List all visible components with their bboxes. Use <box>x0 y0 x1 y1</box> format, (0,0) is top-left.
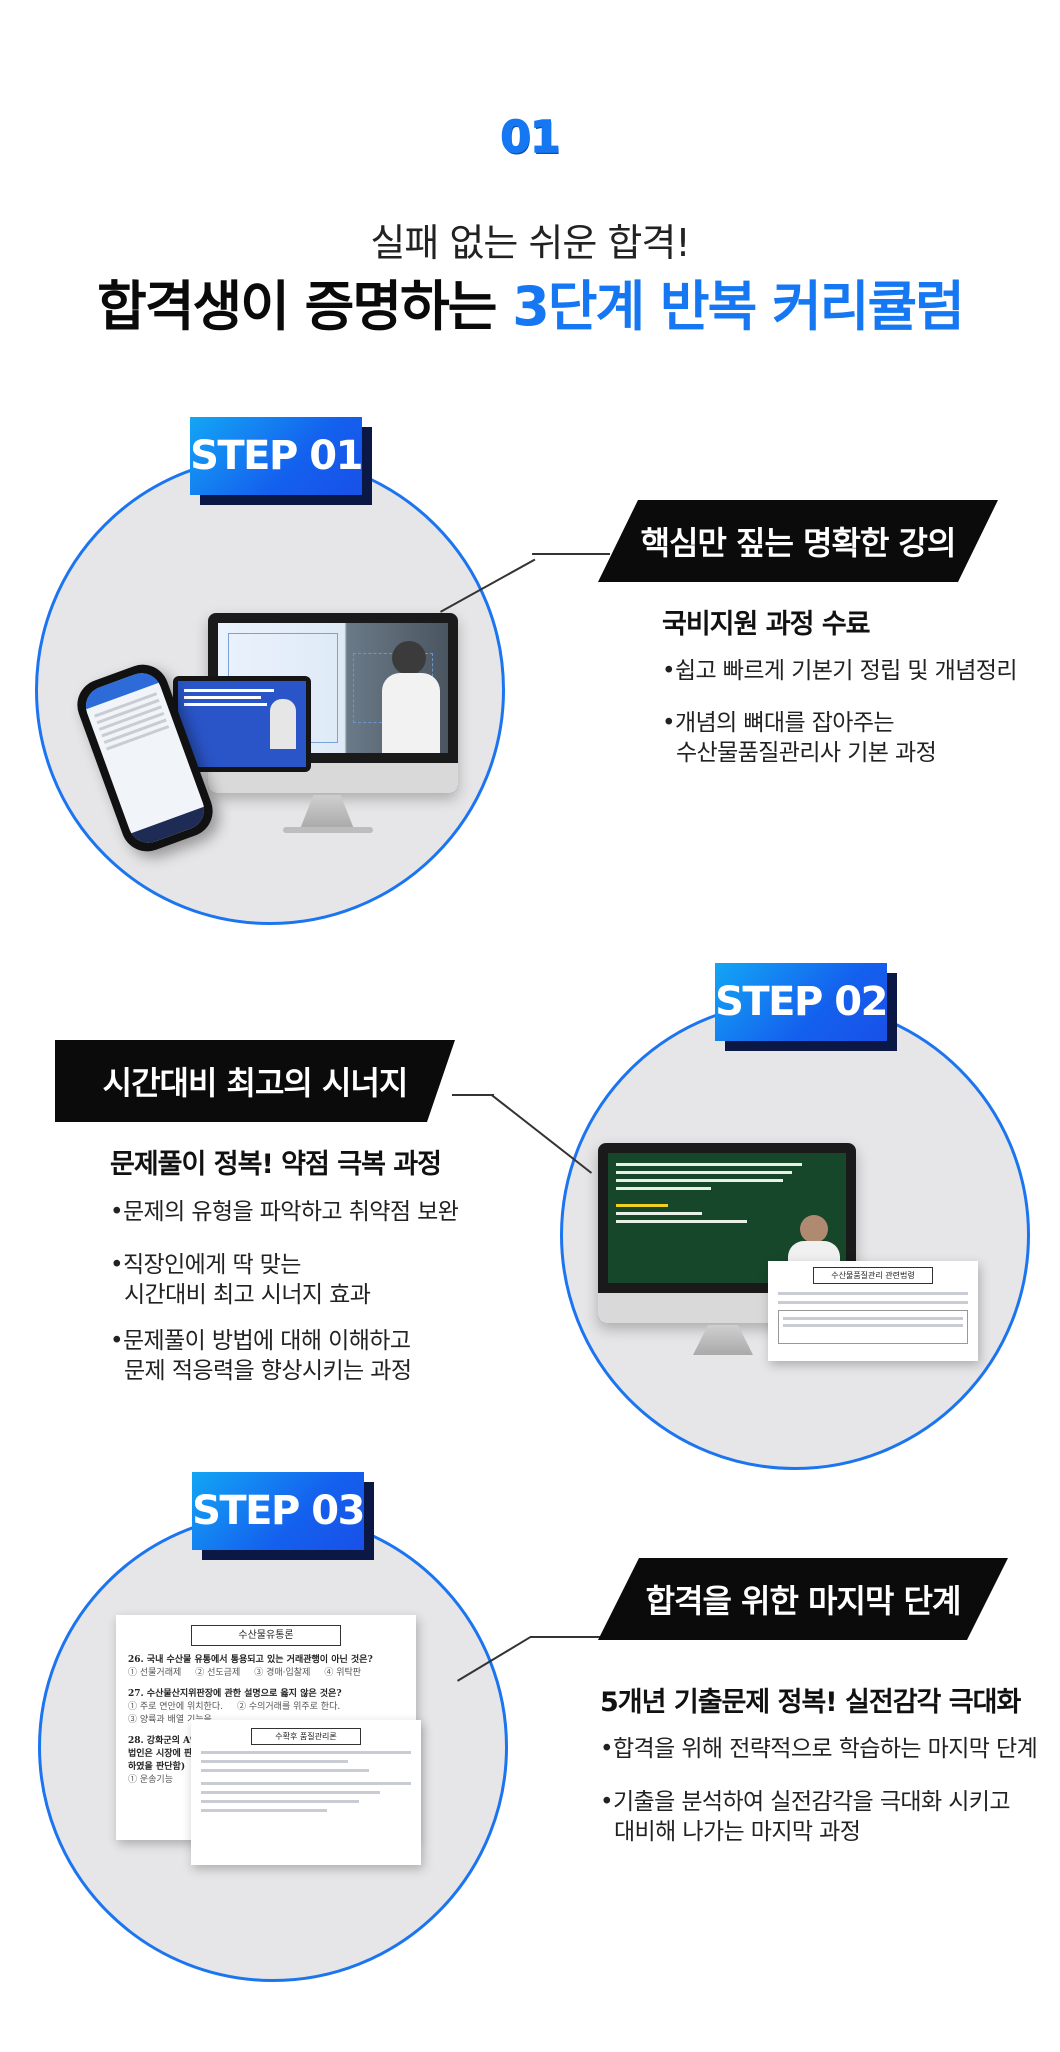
step1-heading: 국비지원 과정 수료 <box>662 609 871 640</box>
step2-bullet-2: •직장인에게 딱 맞는 시간대비 최고 시너지 효과 <box>110 1252 371 1308</box>
step3-heading: 5개년 기출문제 정복! 실전감각 극대화 <box>600 1687 1021 1718</box>
step3-question-26: 26. 국내 수산물 유통에서 통용되고 있는 거래관행이 아닌 것은? <box>128 1655 373 1665</box>
step1-bullet-2: •개념의 뼈대를 잡아주는 수산물품질관리사 기본 과정 <box>662 710 937 766</box>
step3-badge: STEP 03 <box>192 1472 365 1550</box>
step3-connector-h <box>530 1636 606 1638</box>
step3-question-28: 28. 강화군의 A영어법인은 시장에 판매하였을 판단함) <box>128 1736 207 1772</box>
step1-ribbon: 핵심만 짚는 명확한 강의 <box>598 500 998 582</box>
option: ① 운송기능 <box>128 1775 173 1785</box>
step3-paper-title: 수산물유통론 <box>191 1625 341 1646</box>
option: ① 주로 연안에 위치한다. <box>128 1702 223 1712</box>
step1-circle <box>35 455 505 925</box>
option: ③ 경매·입찰제 <box>254 1668 311 1678</box>
step1-bullet-1: •쉽고 빠르게 기본기 정립 및 개념정리 <box>662 658 1018 684</box>
option: ③ 양륙과 배열 기능을 <box>128 1715 212 1725</box>
step2-circle: 수산물품질관리 관련법령 <box>560 1000 1030 1470</box>
step2-bullet-3: •문제풀이 방법에 대해 이해하고 문제 적응력을 향상시키는 과정 <box>110 1328 412 1384</box>
option: ④ 위탁판 <box>324 1668 362 1678</box>
step1-connector-h <box>532 553 610 555</box>
step3-paper2-title: 수확후 품질관리론 <box>251 1728 361 1745</box>
page-subtitle: 실패 없는 쉬운 합격! <box>370 221 690 265</box>
step2-paper-title: 수산물품질관리 관련법령 <box>813 1267 933 1284</box>
headline-main: 합격생이 증명하는 <box>97 275 513 338</box>
page-title: 합격생이 증명하는 3단계 반복 커리큘럼 <box>0 262 1060 341</box>
step2-heading: 문제풀이 정복! 약점 극복 과정 <box>110 1149 442 1180</box>
step2-connector <box>491 1094 593 1174</box>
step2-badge: STEP 02 <box>715 963 888 1041</box>
step3-bullet-2: •기출을 분석하여 실전감각을 극대화 시키고 대비해 나가는 마지막 과정 <box>600 1789 1011 1845</box>
step3-paper-2: 수확후 품질관리론 <box>191 1720 421 1865</box>
option: ② 선도금제 <box>195 1668 241 1678</box>
step2-paper: 수산물품질관리 관련법령 <box>768 1261 978 1361</box>
step3-question-27: 27. 수산물산지위판장에 관한 설명으로 옳지 않은 것은? <box>128 1689 342 1699</box>
step1-badge: STEP 01 <box>190 417 363 495</box>
step3-bullet-1: •합격을 위해 전략적으로 학습하는 마지막 단계 <box>600 1736 1038 1762</box>
headline-highlight: 3단계 반복 커리큘럼 <box>512 275 965 338</box>
step1-monitor <box>208 613 458 793</box>
step2-bullet-1: •문제의 유형을 파악하고 취약점 보완 <box>110 1199 459 1225</box>
step2-connector-h <box>452 1094 494 1096</box>
option: ② 수의거래를 위주로 한다. <box>236 1702 341 1712</box>
step3-circle: 수산물유통론 26. 국내 수산물 유통에서 통용되고 있는 거래관행이 아닌 … <box>38 1512 508 1982</box>
option: ① 선물거래제 <box>128 1668 182 1678</box>
step3-ribbon: 합격을 위한 마지막 단계 <box>598 1558 1008 1640</box>
step1-tablet <box>173 676 311 772</box>
step2-ribbon: 시간대비 최고의 시너지 <box>55 1040 455 1122</box>
section-number: 01 <box>500 111 562 164</box>
